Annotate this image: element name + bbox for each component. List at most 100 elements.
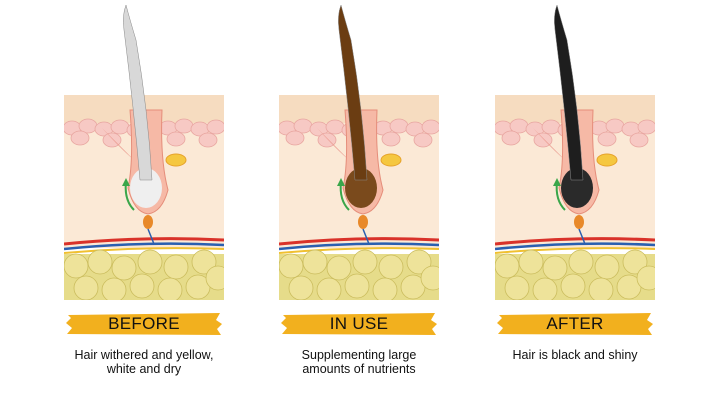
fat-cell <box>302 249 328 275</box>
epidermis-cell <box>501 130 521 146</box>
epidermis-cell <box>317 132 337 148</box>
epidermis-cell <box>206 119 224 135</box>
stage-banner-in-use: IN USE <box>279 312 439 336</box>
nerve-line <box>495 247 655 254</box>
banner-brush-shape <box>66 313 222 335</box>
fat-cell <box>288 275 314 300</box>
hair-shaft <box>123 4 153 181</box>
stage-banner-after: AFTER <box>495 312 655 336</box>
stage-caption-after: Hair is black and shiny <box>512 348 638 362</box>
fat-cell <box>420 265 439 291</box>
fat-cell <box>560 273 586 299</box>
fat-cell <box>129 273 155 299</box>
fat-cell <box>64 253 89 279</box>
epidermis-cell <box>70 130 90 146</box>
artery-line <box>279 237 439 246</box>
nerve-line <box>279 247 439 254</box>
fat-cell <box>504 275 530 300</box>
sebaceous-gland <box>380 153 402 167</box>
papilla-vessel <box>147 228 155 245</box>
epidermis-cell <box>541 119 561 135</box>
fat-cell <box>205 265 224 291</box>
growth-arrow-head <box>553 178 561 186</box>
stage-panel-before: BEFORE Hair withered and yellow, white a… <box>64 0 224 403</box>
fat-cell <box>532 277 558 300</box>
epidermis-cell <box>597 131 617 147</box>
hair-shaft <box>554 4 584 181</box>
fat-cell <box>137 249 163 275</box>
epidermis-cell <box>174 118 194 134</box>
arrector-pili-muscle <box>311 122 349 160</box>
artery-line <box>495 237 655 246</box>
banner-brush-shape <box>281 313 437 335</box>
stage-caption-in-use: Supplementing large amounts of nutrients <box>301 348 417 376</box>
hair-bulb <box>561 168 593 208</box>
nerve-line <box>64 247 224 254</box>
sebaceous-gland <box>596 153 618 167</box>
arrector-pili-muscle <box>96 122 134 160</box>
epidermis-cell <box>325 119 345 135</box>
fat-cell <box>101 277 127 300</box>
papilla-vessel <box>578 228 586 245</box>
banner-brush-shape <box>497 313 653 335</box>
epidermis-cell <box>381 131 401 147</box>
epidermis-cell <box>413 132 433 148</box>
stage-label-in-use: IN USE <box>329 314 389 333</box>
dermal-papilla <box>143 215 153 229</box>
stage-label-before: BEFORE <box>108 314 180 333</box>
fat-cell <box>594 254 620 280</box>
epidermis-cell <box>102 132 122 148</box>
fat-cell <box>406 249 432 275</box>
fat-cell <box>372 277 398 300</box>
stage-banner-before: BEFORE <box>64 312 224 336</box>
hair-bulb <box>130 168 162 208</box>
epidermis-cell <box>166 131 186 147</box>
stage-panel-after: AFTER Hair is black and shiny <box>495 0 655 403</box>
fat-cell <box>622 249 648 275</box>
fat-cell <box>279 253 304 279</box>
fat-cell <box>518 249 544 275</box>
fat-cell <box>378 254 404 280</box>
vein-line <box>64 242 224 251</box>
epidermis-cell <box>198 132 218 148</box>
growth-arrow-head <box>122 178 130 186</box>
epidermis-cell <box>533 132 553 148</box>
artery-line <box>64 237 224 246</box>
fat-cell <box>542 255 568 281</box>
epidermis-cell <box>421 119 439 135</box>
dermal-papilla <box>574 215 584 229</box>
fat-cell <box>344 273 370 299</box>
growth-arrow-head <box>337 178 345 186</box>
fat-cell <box>495 253 520 279</box>
fat-cell <box>157 277 183 300</box>
fat-cell <box>73 275 99 300</box>
fat-cell <box>636 265 655 291</box>
fat-cell <box>588 277 614 300</box>
stage-caption-before: Hair withered and yellow, white and dry <box>74 348 214 376</box>
dermal-papilla <box>358 215 368 229</box>
hair-shaft <box>338 4 368 181</box>
fat-cell <box>568 249 594 275</box>
fat-cell <box>163 254 189 280</box>
fat-cell <box>191 249 217 275</box>
vein-line <box>279 242 439 251</box>
sebaceous-gland <box>165 153 187 167</box>
papilla-vessel <box>362 228 370 245</box>
fat-cell <box>316 277 342 300</box>
epidermis-cell <box>110 119 130 135</box>
vein-line <box>495 242 655 251</box>
stage-label-after: AFTER <box>546 314 604 333</box>
epidermis-cell <box>637 119 655 135</box>
hair-follicle-illustration-in-use <box>279 4 439 300</box>
epidermis-cell <box>389 118 409 134</box>
stage-panel-in-use: IN USE Supplementing large amounts of nu… <box>279 0 439 403</box>
hair-follicle-illustration-before <box>64 4 224 300</box>
fat-cell <box>111 255 137 281</box>
epidermis-cell <box>629 132 649 148</box>
arrector-pili-muscle <box>527 122 565 160</box>
epidermis-cell <box>605 118 625 134</box>
hair-follicle-illustration-after <box>495 4 655 300</box>
fat-cell <box>326 255 352 281</box>
hair-bulb <box>345 168 377 208</box>
epidermis-cell <box>285 130 305 146</box>
